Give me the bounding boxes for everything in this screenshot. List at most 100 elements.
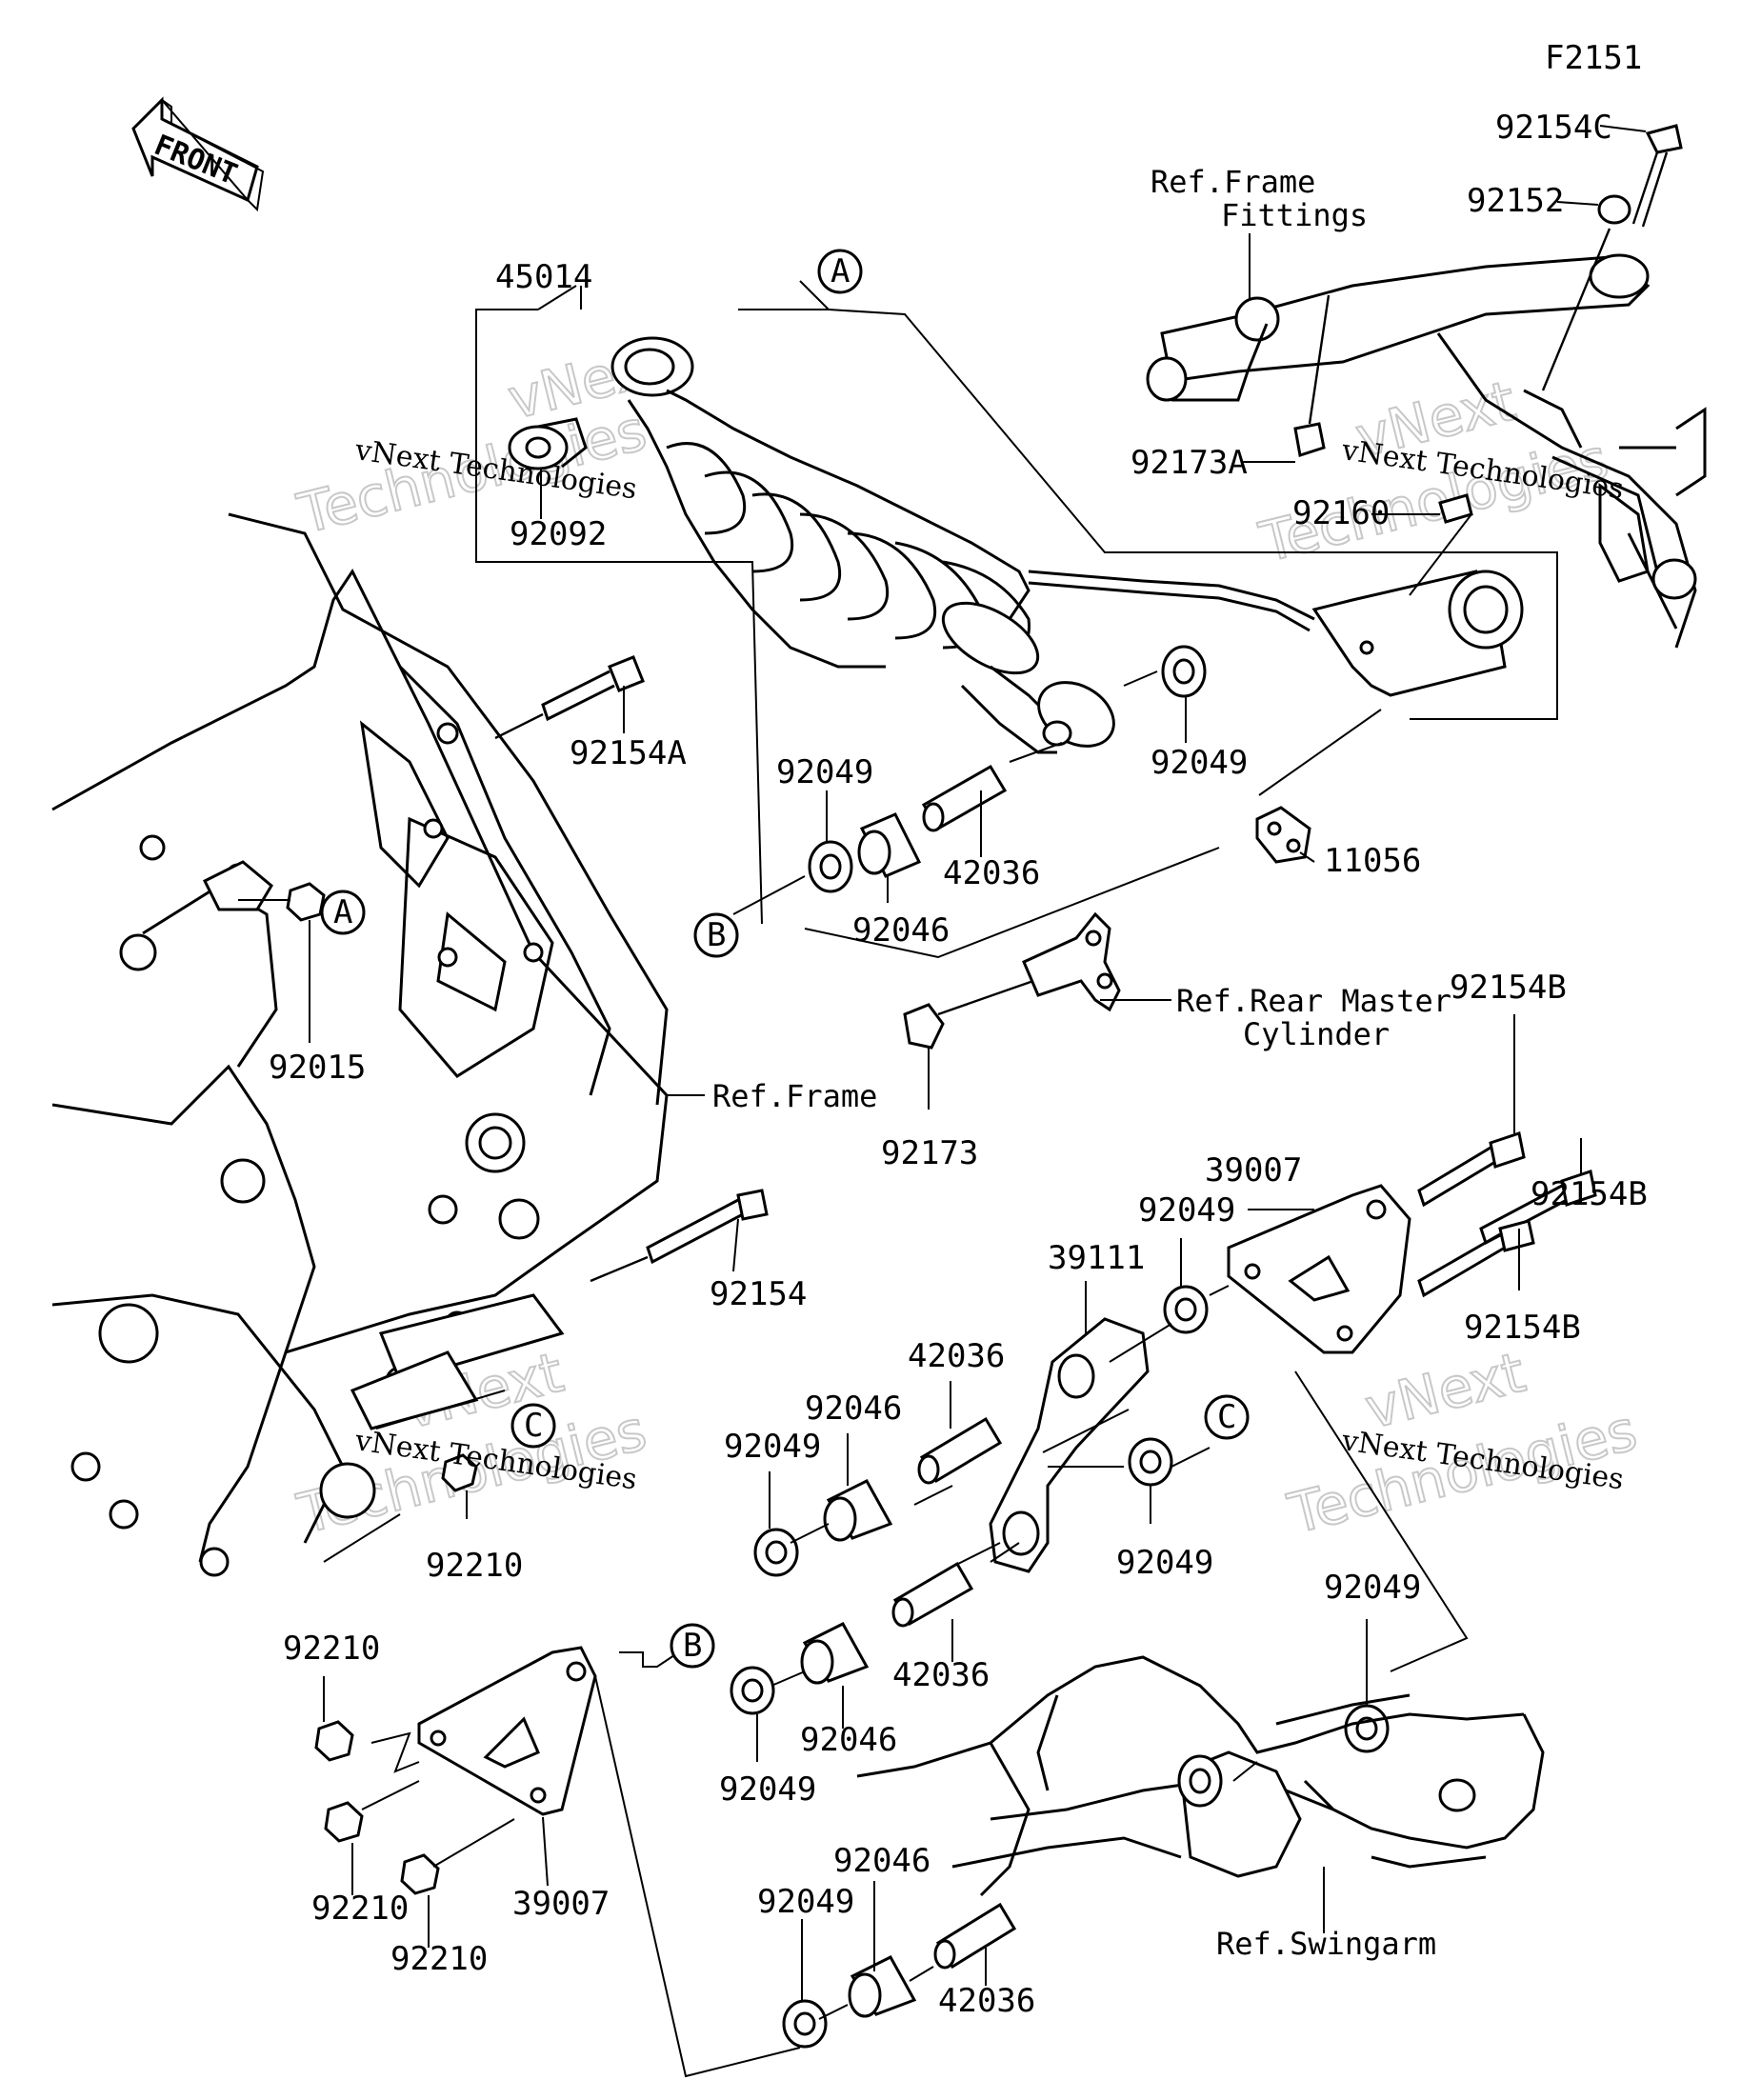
- part-number-92049: 92049: [1116, 1544, 1213, 1582]
- washer-92049-lower-mid: [730, 1666, 775, 1715]
- collar-92092: [508, 417, 588, 470]
- sleeve-42036-lower-mid: [891, 1561, 974, 1628]
- part-number-92210: 92210: [311, 1890, 409, 1928]
- ref-frame: Ref.Frame: [712, 1078, 877, 1114]
- bearing-92046-mid: [823, 1479, 893, 1542]
- part-number-92092: 92092: [510, 515, 607, 553]
- washer-92049-upper-right: [1161, 645, 1207, 698]
- bolt-92154A: [494, 655, 645, 740]
- part-number-92046: 92046: [805, 1390, 902, 1428]
- circle-marker-b-upper: B: [693, 912, 739, 958]
- part-number-92152: 92152: [1467, 182, 1564, 220]
- part-number-39007: 39007: [1205, 1151, 1302, 1190]
- part-number-92046: 92046: [800, 1721, 897, 1759]
- part-number-labels: F2151 92154C 92152 45014 92092 92173A 92…: [269, 39, 1648, 2020]
- washer-92049-mid-top: [1163, 1285, 1209, 1334]
- bolt-92154C: [1631, 124, 1683, 228]
- circle-marker-c-label: C: [1217, 1398, 1236, 1436]
- part-number-92154: 92154: [710, 1275, 807, 1313]
- part-number-92049: 92049: [1324, 1569, 1421, 1607]
- circle-marker-a-label: A: [333, 893, 352, 931]
- part-number-92154C: 92154C: [1495, 109, 1612, 147]
- part-number-92049: 92049: [724, 1428, 821, 1466]
- figure-code: F2151: [1545, 39, 1642, 77]
- nut-92210-left-mid: [324, 1801, 364, 1843]
- bearing-92046-lower-mid: [800, 1622, 870, 1685]
- circle-marker-b-label: B: [683, 1627, 702, 1665]
- ref-frame-fittings-line1: Ref.Frame: [1151, 164, 1315, 200]
- washer-92049-mid-left: [753, 1528, 799, 1577]
- sleeve-42036-bottom: [933, 1902, 1017, 1970]
- swingarm-outline: [856, 1655, 1545, 1897]
- part-number-92154A: 92154A: [570, 734, 687, 772]
- link-plate-39007-upper: [1227, 1184, 1411, 1354]
- part-number-92210: 92210: [283, 1630, 380, 1668]
- part-number-42036: 42036: [892, 1656, 990, 1694]
- washer-92049-upper-left: [808, 840, 853, 893]
- nut-92210-frame: [441, 1453, 478, 1492]
- front-arrow-icon: FRONT: [131, 96, 265, 212]
- sleeve-42036-mid: [917, 1416, 1003, 1485]
- part-number-92210: 92210: [426, 1547, 523, 1585]
- bolt-92154B-top: [1417, 1131, 1526, 1208]
- part-number-92046: 92046: [833, 1842, 931, 1880]
- part-number-45014: 45014: [495, 258, 592, 296]
- part-number-92049: 92049: [776, 753, 873, 791]
- circle-marker-c-right: C: [1204, 1394, 1250, 1440]
- circle-marker-c-label: C: [524, 1407, 543, 1445]
- part-number-92160: 92160: [1292, 494, 1390, 532]
- rear-shock-absorber: [610, 336, 1524, 754]
- callout-leaders: [309, 125, 1647, 2000]
- part-number-92049: 92049: [719, 1770, 816, 1809]
- part-number-42036: 42036: [943, 854, 1040, 892]
- part-number-92049: 92049: [1151, 744, 1248, 782]
- circle-marker-a-frame: A: [320, 890, 366, 935]
- circle-marker-b-lower: B: [670, 1623, 715, 1669]
- bracket-11056: [1255, 806, 1311, 864]
- rocker-arm-39111: [989, 1317, 1150, 1573]
- circle-marker-a-label: A: [830, 252, 850, 290]
- part-number-42036: 42036: [908, 1337, 1005, 1375]
- bearing-92046-upper: [857, 812, 922, 878]
- circle-marker-b-label: B: [707, 916, 726, 954]
- ref-frame-fittings-line2: Fittings: [1221, 197, 1368, 233]
- washer-92049-swingarm: [1344, 1704, 1390, 1753]
- bearing-92046-bottom: [848, 1955, 917, 2018]
- part-number-92173: 92173: [881, 1134, 978, 1172]
- ref-rear-master-line2: Cylinder: [1243, 1016, 1390, 1052]
- part-number-92046: 92046: [852, 911, 950, 950]
- sleeve-42036-upper: [921, 764, 1008, 832]
- link-plate-39007-lower: [417, 1646, 597, 1816]
- part-number-42036: 42036: [938, 1982, 1035, 2020]
- part-number-39111: 39111: [1048, 1239, 1145, 1277]
- part-number-92015: 92015: [269, 1049, 366, 1087]
- ref-rear-master-line1: Ref.Rear Master: [1176, 983, 1451, 1019]
- reference-labels: Ref.Frame Fittings Ref.Rear Master Cylin…: [712, 164, 1451, 1962]
- ref-swingarm: Ref.Swingarm: [1216, 1926, 1436, 1962]
- rear-master-bracket: [1022, 911, 1121, 1012]
- nut-92210-left-top: [314, 1720, 354, 1762]
- circle-marker-a-top: A: [817, 249, 863, 294]
- part-number-92173A: 92173A: [1131, 444, 1248, 482]
- part-number-92154B: 92154B: [1531, 1175, 1648, 1213]
- part-number-92154B: 92154B: [1450, 969, 1567, 1007]
- watermark-outline: vNext: [1359, 1340, 1531, 1442]
- part-number-11056: 11056: [1324, 842, 1421, 880]
- nut-92015: [286, 882, 326, 922]
- circle-marker-c-frame: C: [510, 1403, 556, 1449]
- nut-92210-left-low: [400, 1853, 440, 1895]
- bolt-92154: [590, 1189, 769, 1283]
- frame-fittings-outline: [1146, 253, 1707, 649]
- washer-92049-bottom: [782, 1999, 828, 2049]
- bolt-92154B-low: [1417, 1219, 1535, 1298]
- nut-92152: [1541, 194, 1631, 391]
- nut-92173A: [1293, 294, 1331, 457]
- part-number-92049: 92049: [757, 1883, 854, 1921]
- bolt-92173: [903, 979, 1034, 1050]
- part-number-92154B: 92154B: [1464, 1309, 1581, 1347]
- part-number-92210: 92210: [390, 1940, 488, 1978]
- part-number-92049: 92049: [1138, 1191, 1235, 1230]
- part-number-39007: 39007: [512, 1885, 610, 1923]
- washer-92049-mid-right: [1128, 1437, 1173, 1487]
